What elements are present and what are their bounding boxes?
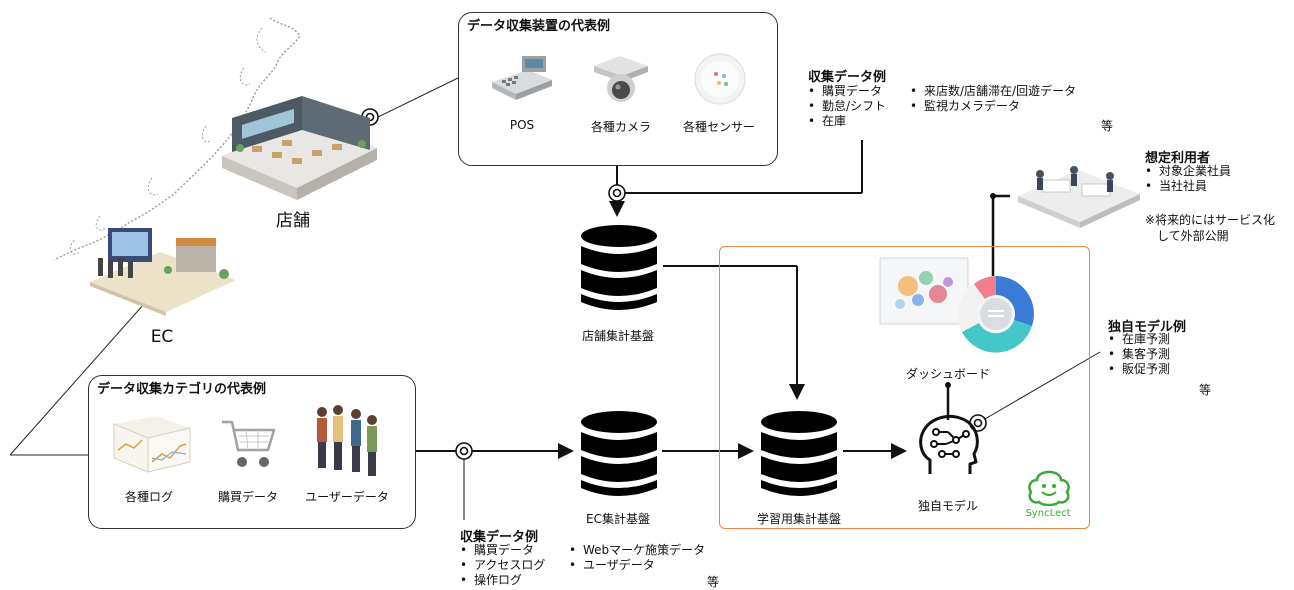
office-users-illustration xyxy=(1018,166,1140,228)
sensor-label: 各種センサー xyxy=(682,120,756,134)
people-icon xyxy=(317,405,377,476)
ec-db-icon xyxy=(581,411,657,496)
users-list: 対象企業社員 当社社員 xyxy=(1145,164,1231,194)
store-collect-item: 購買データ xyxy=(808,84,886,99)
ec-collect-item: ユーザデータ xyxy=(569,558,705,573)
ec-collect-node xyxy=(455,442,473,460)
camera-icon xyxy=(594,56,648,102)
dashboard-label: ダッシュボード xyxy=(905,367,991,381)
ec-collect-item: Webマーケ施策データ xyxy=(569,543,705,558)
ec-collect-list-1: 購買データ アクセスログ 操作ログ xyxy=(460,543,545,588)
store-collect-list-1: 購買データ 勤怠/シフト 在庫 xyxy=(808,84,886,129)
store-collect-heading: 収集データ例 xyxy=(808,70,887,85)
users-item: 当社社員 xyxy=(1145,179,1231,194)
models-list: 在庫予測 集客予測 販促予測 xyxy=(1108,332,1170,377)
users-item: 対象企業社員 xyxy=(1145,164,1231,179)
japan-map-illustration xyxy=(53,17,301,261)
store-label: 店舗 xyxy=(276,211,310,231)
categories-box-title: データ収集カテゴリの代表例 xyxy=(97,382,267,397)
synclect-logo-icon xyxy=(1028,470,1070,506)
store-illustration xyxy=(222,96,377,200)
users-heading: 想定利用者 xyxy=(1145,151,1211,166)
purchase-data-label: 購買データ xyxy=(217,490,279,504)
log-chart-icon xyxy=(113,416,191,473)
models-item: 集客予測 xyxy=(1108,347,1170,362)
store-db-label: 店舗集計基盤 xyxy=(581,329,655,343)
learning-db-label: 学習用集計基盤 xyxy=(756,512,842,526)
camera-label: 各種カメラ xyxy=(590,120,652,134)
learning-platform-frame xyxy=(719,246,1090,529)
ec-collect-heading: 収集データ例 xyxy=(460,530,539,545)
ec-collect-item: アクセスログ xyxy=(460,558,545,573)
sensor-icon xyxy=(694,53,746,105)
devices-box-title: データ収集装置の代表例 xyxy=(467,19,611,34)
ai-head-icon xyxy=(919,414,979,474)
store-collect-item: 在庫 xyxy=(808,114,886,129)
synclect-logo-text: SyncLect xyxy=(1025,508,1071,519)
ec-label: EC xyxy=(150,327,174,347)
ec-collect-list-2: Webマーケ施策データ ユーザデータ xyxy=(569,543,705,573)
store-collect-item: 勤怠/シフト xyxy=(808,99,886,114)
model-label: 独自モデル xyxy=(917,499,979,513)
shopping-cart-icon xyxy=(222,420,276,467)
ec-collect-item: 購買データ xyxy=(460,543,545,558)
users-note-2: して外部公開 xyxy=(1157,229,1229,243)
store-collect-etc: 等 xyxy=(1101,119,1114,133)
store-collect-item: 監視カメラデータ xyxy=(910,99,1076,114)
store-collect-node xyxy=(608,184,626,202)
models-etc: 等 xyxy=(1199,383,1212,397)
models-item: 在庫予測 xyxy=(1108,332,1170,347)
user-data-label: ユーザーデータ xyxy=(305,490,389,504)
store-collect-list-2: 来店数/店舗滞在/回遊データ 監視カメラデータ xyxy=(910,84,1076,114)
ec-db-label: EC集計基盤 xyxy=(586,512,650,526)
ec-collect-etc: 等 xyxy=(707,575,720,589)
ec-illustration xyxy=(90,228,236,316)
ec-collect-item: 操作ログ xyxy=(460,573,545,588)
log-label: 各種ログ xyxy=(124,490,174,504)
learning-db-icon xyxy=(761,411,837,496)
pos-register-icon xyxy=(492,56,552,100)
store-db-icon xyxy=(581,225,657,310)
models-item: 販促予測 xyxy=(1108,362,1170,377)
dashboard-illustration xyxy=(879,257,1034,353)
store-collect-item: 来店数/店舗滞在/回遊データ xyxy=(910,84,1076,99)
users-note-1: ※将来的にはサービス化 xyxy=(1145,213,1276,227)
pos-label: POS xyxy=(509,118,535,132)
